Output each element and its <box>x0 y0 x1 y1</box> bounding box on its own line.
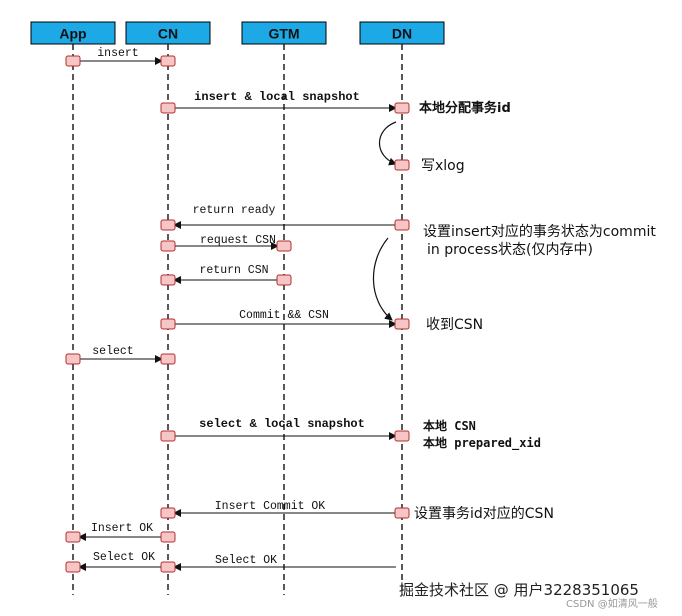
message-label: Insert OK <box>91 522 153 535</box>
activation-box <box>160 219 176 231</box>
message-insert: insert <box>79 47 163 65</box>
message-select-ok-app: Select OK <box>78 551 162 571</box>
note-received-csn: 收到CSN <box>426 317 483 333</box>
activation-box <box>160 531 176 543</box>
note-assign-txid: 本地分配事务id <box>419 100 511 116</box>
activation-box <box>160 240 176 252</box>
message-label: Select OK <box>93 551 155 564</box>
note-write-xlog: 写xlog <box>421 158 465 174</box>
activation-box <box>65 353 81 365</box>
activation-box <box>160 430 176 442</box>
activation-box <box>160 318 176 330</box>
participant-gtm: GTM <box>241 21 327 45</box>
note-local-csn: 本地 CSN <box>423 418 476 433</box>
message-label: select & local snapshot <box>199 417 365 431</box>
activation-box <box>160 561 176 573</box>
message-commit-csn: Commit && CSN <box>174 309 397 328</box>
note-set-txid-csn: 设置事务id对应的CSN <box>414 505 554 522</box>
activation-box <box>394 318 410 330</box>
message-label: Insert Commit OK <box>215 500 326 513</box>
note-set-state-line1: 设置insert对应的事务状态为commit <box>423 223 656 240</box>
note-set-state-line2: in process状态(仅内存中) <box>427 242 593 258</box>
message-label: insert <box>97 47 138 60</box>
self-call-curve-commit <box>372 237 393 321</box>
message-label: insert & local snapshot <box>194 90 360 104</box>
self-call-curve-xlog <box>379 121 397 166</box>
activation-box <box>65 561 81 573</box>
message-label: return ready <box>193 204 276 217</box>
activation-boxes <box>65 55 410 573</box>
activation-box <box>394 159 410 171</box>
message-label: Select OK <box>215 554 277 567</box>
activation-box <box>160 55 176 67</box>
activation-box <box>160 274 176 286</box>
message-insert-local-snapshot: insert & local snapshot <box>174 90 397 112</box>
participant-dn-label: DN <box>392 26 412 42</box>
message-return-ready: return ready <box>173 204 396 229</box>
activation-box <box>160 353 176 365</box>
activation-box <box>65 531 81 543</box>
message-return-csn: return CSN <box>173 264 278 284</box>
activation-box <box>276 274 292 286</box>
participant-cn: CN <box>125 21 211 45</box>
watermark-main: 掘金技术社区 @ 用户3228351065 <box>399 581 639 599</box>
activation-box <box>160 102 176 114</box>
message-select-local-snapshot: select & local snapshot <box>174 417 397 440</box>
participant-gtm-label: GTM <box>268 26 299 42</box>
activation-box <box>394 102 410 114</box>
participant-cn-label: CN <box>158 26 178 42</box>
activation-box <box>394 219 410 231</box>
activation-box <box>276 240 292 252</box>
message-select-ok-cn: Select OK <box>173 554 396 571</box>
activation-box <box>160 507 176 519</box>
message-label: select <box>92 345 133 358</box>
message-label: request CSN <box>200 234 276 247</box>
activation-box <box>394 507 410 519</box>
message-label: Commit && CSN <box>239 309 329 322</box>
participant-app-label: App <box>59 26 86 42</box>
participant-app: App <box>30 21 116 45</box>
message-insert-commit-ok: Insert Commit OK <box>173 500 396 517</box>
note-local-prepared-xid: 本地 prepared_xid <box>423 435 541 451</box>
activation-box <box>65 55 81 67</box>
message-request-csn: request CSN <box>174 234 279 250</box>
message-select: select <box>79 345 163 363</box>
participant-dn: DN <box>359 21 445 45</box>
activation-box <box>394 430 410 442</box>
message-insert-ok: Insert OK <box>78 522 162 541</box>
watermark-sub: CSDN @如清风一般 <box>566 597 658 610</box>
message-label: return CSN <box>199 264 268 277</box>
